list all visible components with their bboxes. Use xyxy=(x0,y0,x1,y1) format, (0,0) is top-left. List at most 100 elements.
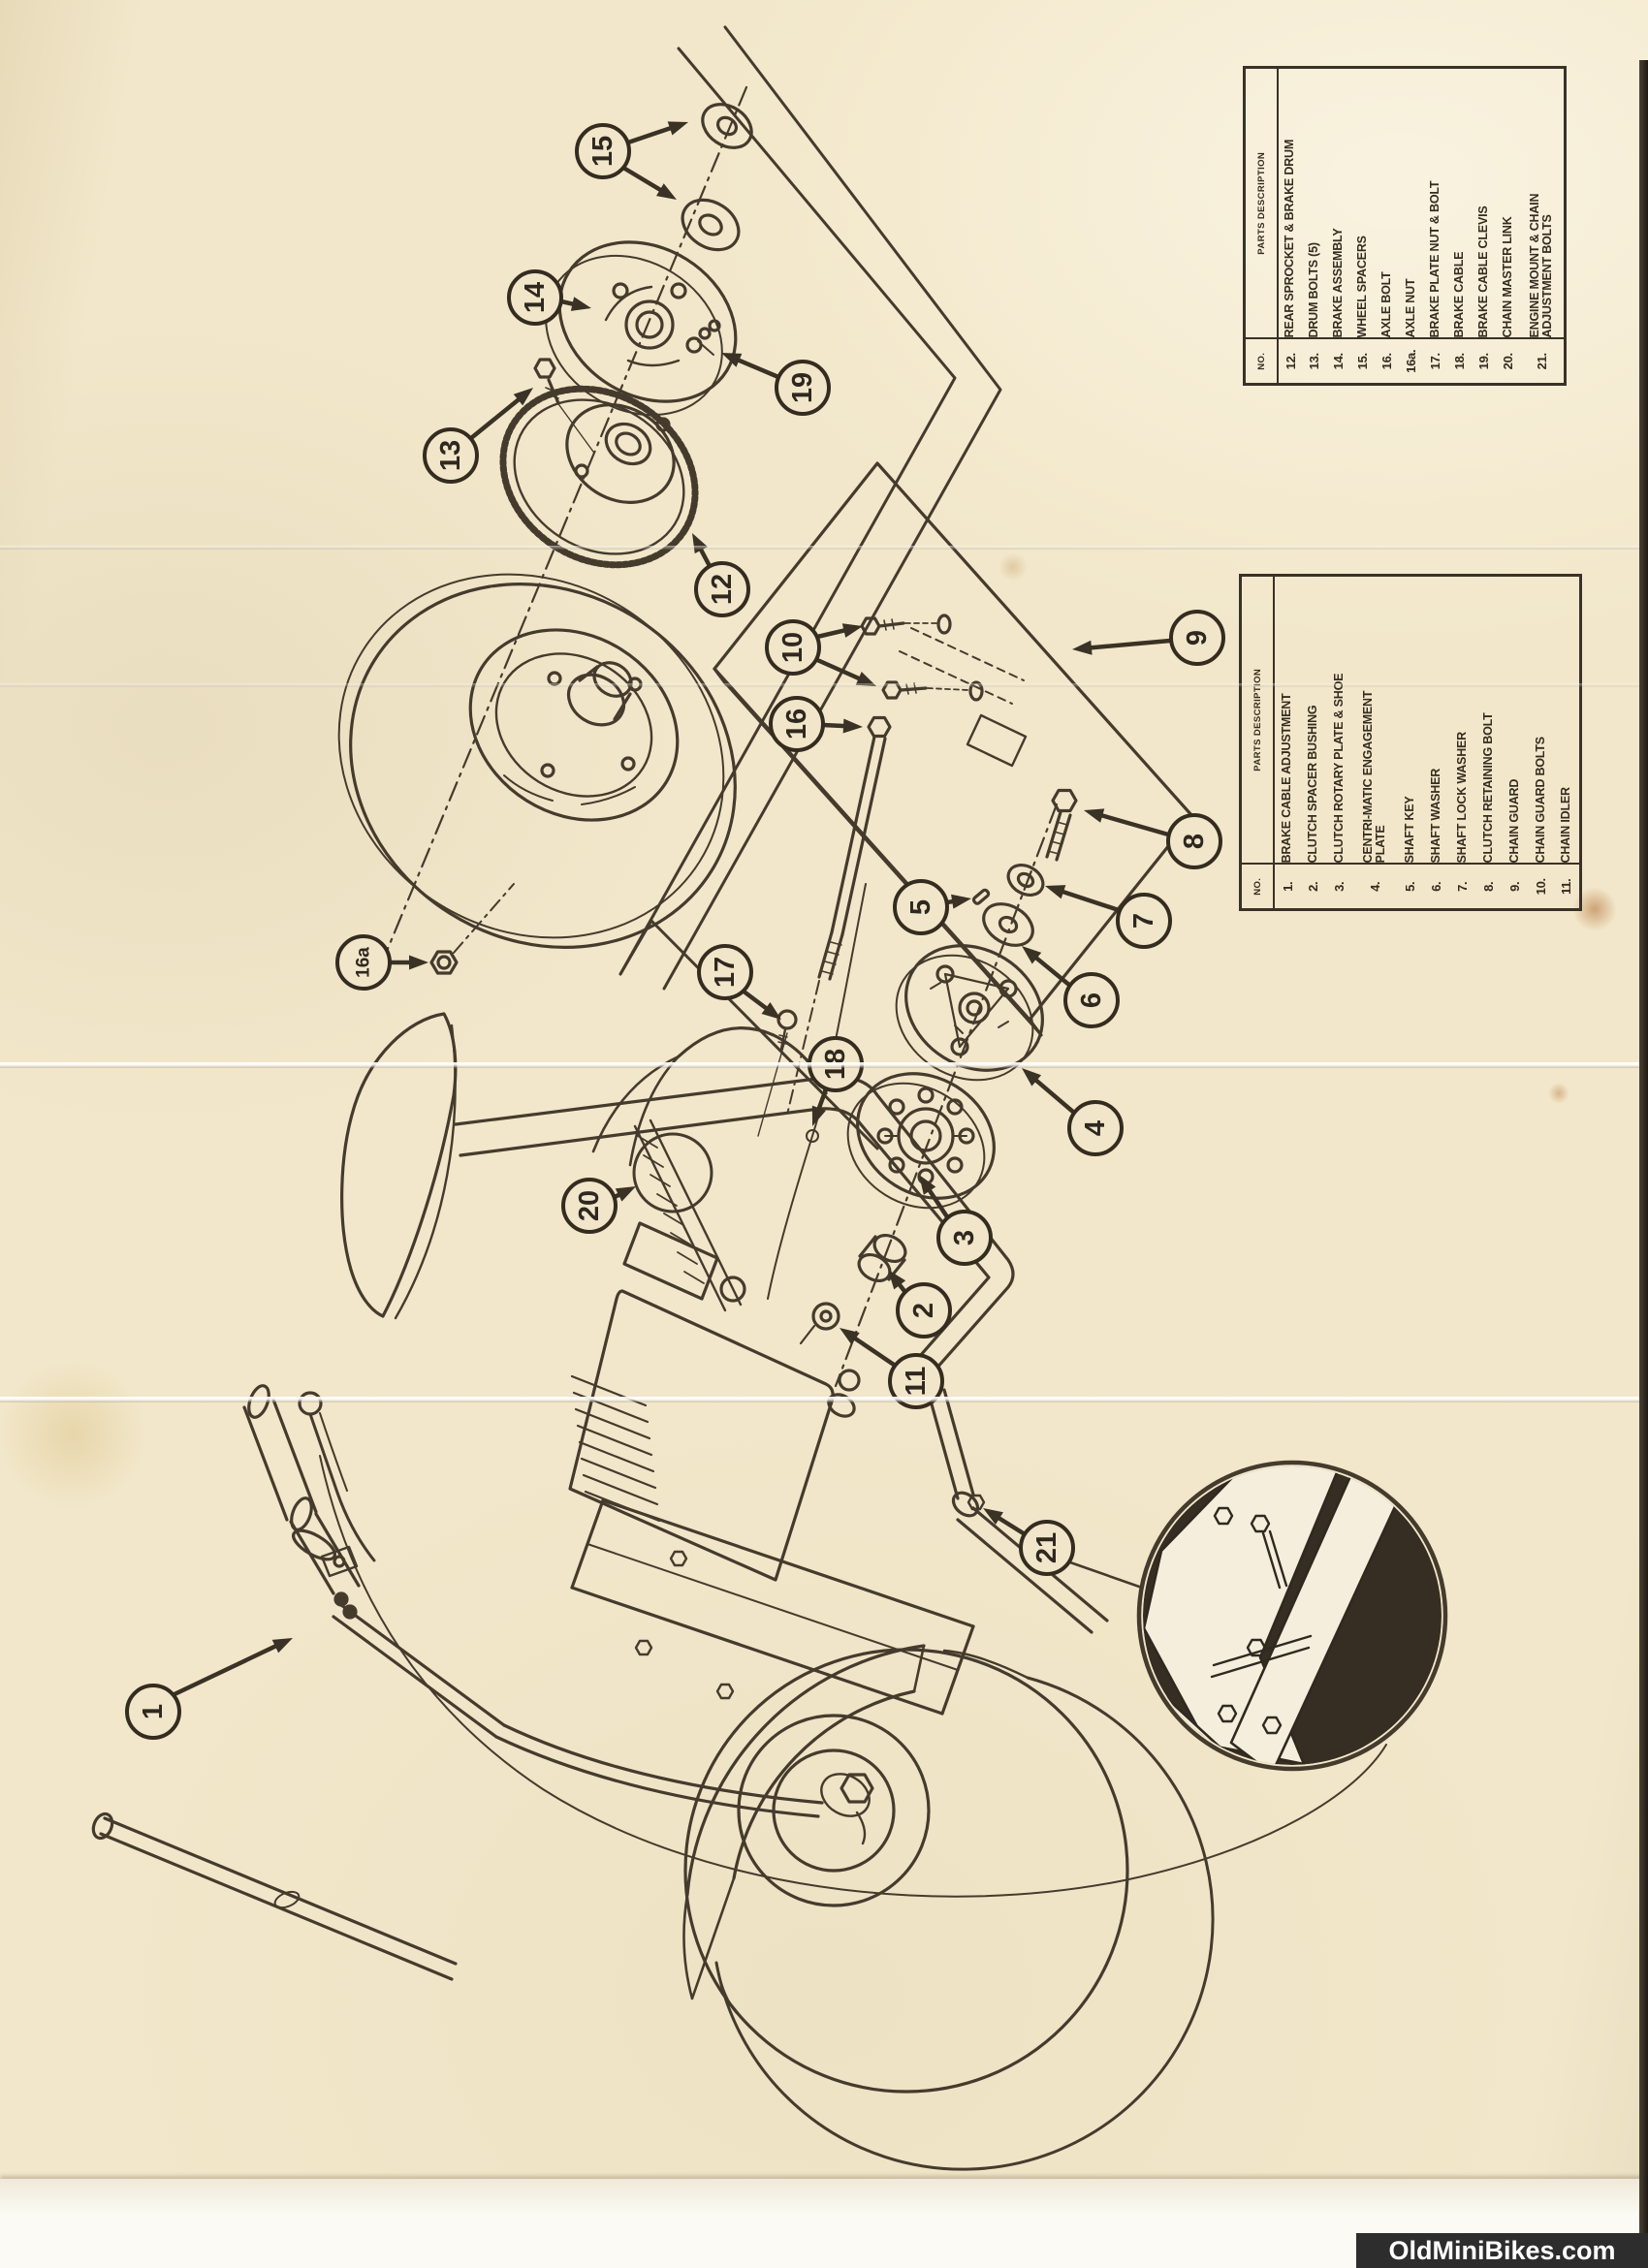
callout-balloon-18: 18 xyxy=(808,1036,864,1092)
drum-bolt xyxy=(533,358,594,453)
callout-arrow xyxy=(1033,1078,1077,1116)
parts-row: 9.CHAIN GUARD xyxy=(1502,576,1528,910)
shaft-washer xyxy=(982,902,1034,947)
callout-arrowhead xyxy=(1022,1068,1042,1087)
part-description: SHAFT WASHER xyxy=(1428,768,1442,864)
parts-row: 14.BRAKE ASSEMBLY xyxy=(1326,68,1350,385)
part-number: 1. xyxy=(1274,864,1300,910)
parts-table-header: NO. PARTS DESCRIPTION xyxy=(1240,575,1274,910)
part-number: 18. xyxy=(1447,338,1472,385)
part-description: REAR SPROCKET & BRAKE DRUM xyxy=(1283,139,1297,338)
callout-label: 16 xyxy=(781,709,812,740)
parts-row: 13.DRUM BOLTS (5) xyxy=(1302,68,1326,385)
callout-balloon-16a: 16a xyxy=(335,934,392,991)
callout-arrowhead xyxy=(513,388,533,406)
chain-detail xyxy=(632,1118,743,1312)
part-number: 7. xyxy=(1449,864,1475,910)
part-description: BRAKE CABLE CLEVIS xyxy=(1475,205,1490,338)
callout-arrow xyxy=(625,126,673,145)
callout-arrowhead xyxy=(1084,808,1105,823)
parts-row: 19.BRAKE CABLE CLEVIS xyxy=(1472,68,1496,385)
rear-wheel xyxy=(337,573,737,949)
parts-row: 18.BRAKE CABLE xyxy=(1447,68,1472,385)
chain-idler xyxy=(799,1302,840,1345)
handlebar-grip xyxy=(242,1384,318,1531)
front-end xyxy=(91,1384,1387,2171)
callout-balloon-13: 13 xyxy=(423,427,479,484)
callout-balloon-10: 10 xyxy=(765,619,821,676)
parts-table-header: NO. PARTS DESCRIPTION xyxy=(1244,67,1278,385)
part-number: 13. xyxy=(1302,338,1326,385)
parts-row: 5.SHAFT KEY xyxy=(1397,576,1423,910)
callout-balloon-17: 17 xyxy=(697,944,753,1000)
callout-label: 5 xyxy=(905,899,936,915)
callout-arrow xyxy=(1089,638,1173,650)
part-description: CLUTCH SPACER BUSHING xyxy=(1305,705,1319,864)
engine-mount-plate xyxy=(570,1498,975,1716)
part-description: BRAKE PLATE NUT & BOLT xyxy=(1427,180,1442,338)
part-number: 3. xyxy=(1326,864,1352,910)
parts-row: 17.BRAKE PLATE NUT & BOLT xyxy=(1423,68,1447,385)
parts-row: 2.CLUTCH SPACER BUSHING xyxy=(1300,576,1326,910)
part-number: 16. xyxy=(1375,338,1399,385)
callout-label: 13 xyxy=(435,440,466,471)
callout-arrowhead xyxy=(888,1270,906,1290)
part-description: DRUM BOLTS (5) xyxy=(1306,242,1320,338)
callout-arrowhead xyxy=(841,623,863,638)
part-description: CHAIN IDLER xyxy=(1559,787,1572,864)
shaft-key xyxy=(971,888,991,905)
callout-balloon-5: 5 xyxy=(893,879,949,935)
callout-arrow xyxy=(740,988,769,1011)
description-header: PARTS DESCRIPTION xyxy=(1244,67,1278,339)
footrest-tube xyxy=(91,1811,458,1981)
callout-label: 19 xyxy=(787,372,818,403)
callout-balloon-15: 15 xyxy=(575,123,631,179)
engine-mount-bolts xyxy=(634,1494,986,1700)
callout-arrowhead xyxy=(840,1328,860,1345)
part-description: SHAFT LOCK WASHER xyxy=(1454,732,1469,864)
part-description: CHAIN GUARD BOLTS xyxy=(1533,737,1547,864)
part-description: BRAKE CABLE ADJUSTMENT xyxy=(1280,693,1294,864)
callout-balloon-7: 7 xyxy=(1116,893,1172,949)
callout-label: 1 xyxy=(138,1704,169,1719)
part-description: AXLE NUT xyxy=(1403,278,1417,338)
callout-arrowhead xyxy=(655,183,677,200)
callout-arrowhead xyxy=(667,121,688,136)
callout-arrow xyxy=(820,722,846,729)
watermark: OldMiniBikes.com xyxy=(1356,2233,1648,2268)
callout-arrows xyxy=(172,121,1173,1697)
part-number: 20. xyxy=(1496,338,1520,385)
callout-label: 6 xyxy=(1076,992,1107,1008)
centri-matic-plate xyxy=(895,944,1044,1082)
part-description: CHAIN MASTER LINK xyxy=(1500,216,1514,338)
callout-arrow xyxy=(699,548,713,569)
callout-balloon-12: 12 xyxy=(694,561,750,617)
parts-row: 12.REAR SPROCKET & BRAKE DRUM xyxy=(1278,68,1302,385)
part-number: 21. xyxy=(1520,338,1565,385)
cooling-fins xyxy=(570,1374,661,1523)
parts-row: 10.CHAIN GUARD BOLTS xyxy=(1528,576,1554,910)
callout-arrow xyxy=(1061,889,1122,913)
callout-balloon-11: 11 xyxy=(888,1353,944,1409)
clutch-assembly xyxy=(827,788,1078,1418)
part-number: 17. xyxy=(1423,338,1447,385)
callout-arrow xyxy=(927,1188,951,1221)
part-number: 16a. xyxy=(1399,338,1423,385)
chain-guard-bolts xyxy=(860,614,984,702)
callout-label: 7 xyxy=(1128,913,1159,929)
callout-arrowhead xyxy=(983,1508,1003,1525)
axle-bolt xyxy=(786,715,892,1116)
part-number: 4. xyxy=(1352,864,1397,910)
callout-label: 20 xyxy=(574,1190,605,1221)
callout-label: 21 xyxy=(1031,1532,1062,1563)
rear-sprocket-brake-drum xyxy=(499,385,699,569)
callout-arrow xyxy=(853,1336,897,1368)
callout-arrow xyxy=(816,1087,829,1111)
callout-label: 8 xyxy=(1179,834,1210,849)
throttle-cable xyxy=(319,1455,1387,1898)
parts-row: 8.CLUTCH RETAINING BOLT xyxy=(1475,576,1502,910)
callout-arrowhead xyxy=(721,353,743,367)
part-description: BRAKE CABLE xyxy=(1451,251,1466,338)
